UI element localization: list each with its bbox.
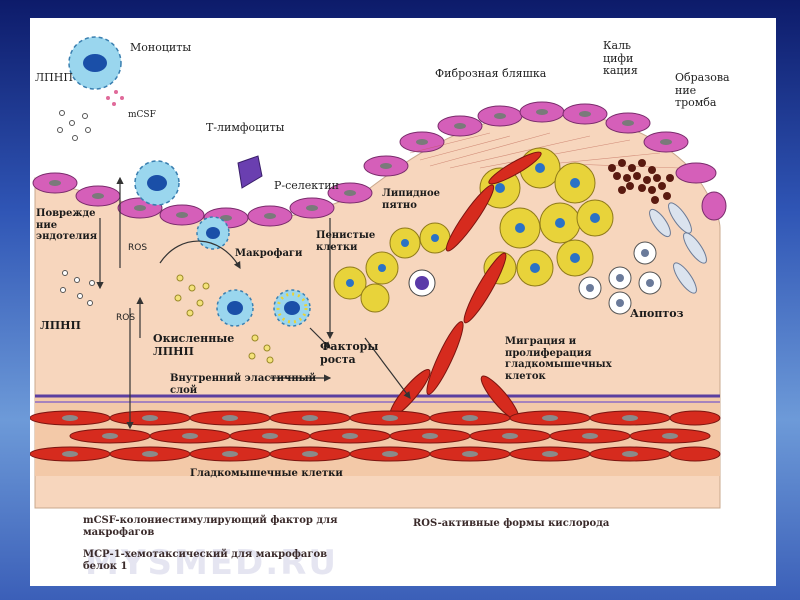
label-elastic-layer: Внутренний эластичный слой [170,373,317,396]
label-monocytes: Моноциты [130,41,192,54]
label-growth-factors: Факторы роста [320,340,379,366]
atherosclerosis-diagram [30,18,776,518]
label-oxidized-ldl: Окисленные ЛПНП [153,332,235,358]
elongated-cells [649,202,707,294]
label-ros-2: ROS [116,313,136,323]
label-ros: ROS [128,243,148,253]
label-calcification: Каль цифи кация [603,39,638,78]
media-smooth-muscle [30,410,721,462]
label-ldl-top: ЛПНП [35,71,73,84]
watermark: MYSMED.RU [85,543,338,583]
thrombus [608,159,674,204]
label-mcsf: mCSF [128,110,156,120]
monocyte-cell [68,36,122,90]
label-macrophages: Макрофаги [235,248,303,259]
migrating-smooth-muscle [389,151,542,421]
label-p-selectin: Р-селектин [274,179,339,192]
footer-ros-definition: ROS-активные формы кислорода [413,518,610,529]
label-ldl-mid: ЛПНП [40,319,81,332]
monocyte-cell [196,216,230,250]
macrophage-cell [273,289,311,327]
label-fibrous-plaque: Фиброзная бляшка [435,67,547,80]
slide: Моноциты ЛПНП mCSF Т-лимфоциты Р-селекти… [30,18,776,586]
label-thrombus: Образова ние тромба [675,71,730,110]
footer-mcp-definition: МСР-1-хемотаксический для макрофагов бел… [83,549,328,572]
macrophage-cell [216,289,254,327]
label-lipid-spot: Липидное пятно [382,188,441,211]
mcsf-particles [106,90,124,106]
label-smooth-muscle: Гладкомышечные клетки [190,468,343,479]
monocyte-cell [134,160,180,206]
footer-mcsf-definition: mCSF-колониестимулирующий фактор для мак… [83,515,338,538]
label-migration: Миграция и пролиферация гладкомышечных к… [505,336,612,382]
fibrous-cap [409,132,681,169]
arrows [96,176,411,430]
oxidized-ldl-particles [174,274,274,364]
ldl-particles [57,110,95,306]
label-endothelium-damage: Поврежде ние эндотелия [36,208,98,242]
t-lymphocyte-cell [237,155,263,189]
label-foam-cells: Пенистые клетки [316,230,376,253]
label-apoptosis: Апоптоз [630,307,684,320]
label-t-lymphocytes: Т-лимфоциты [206,121,285,134]
